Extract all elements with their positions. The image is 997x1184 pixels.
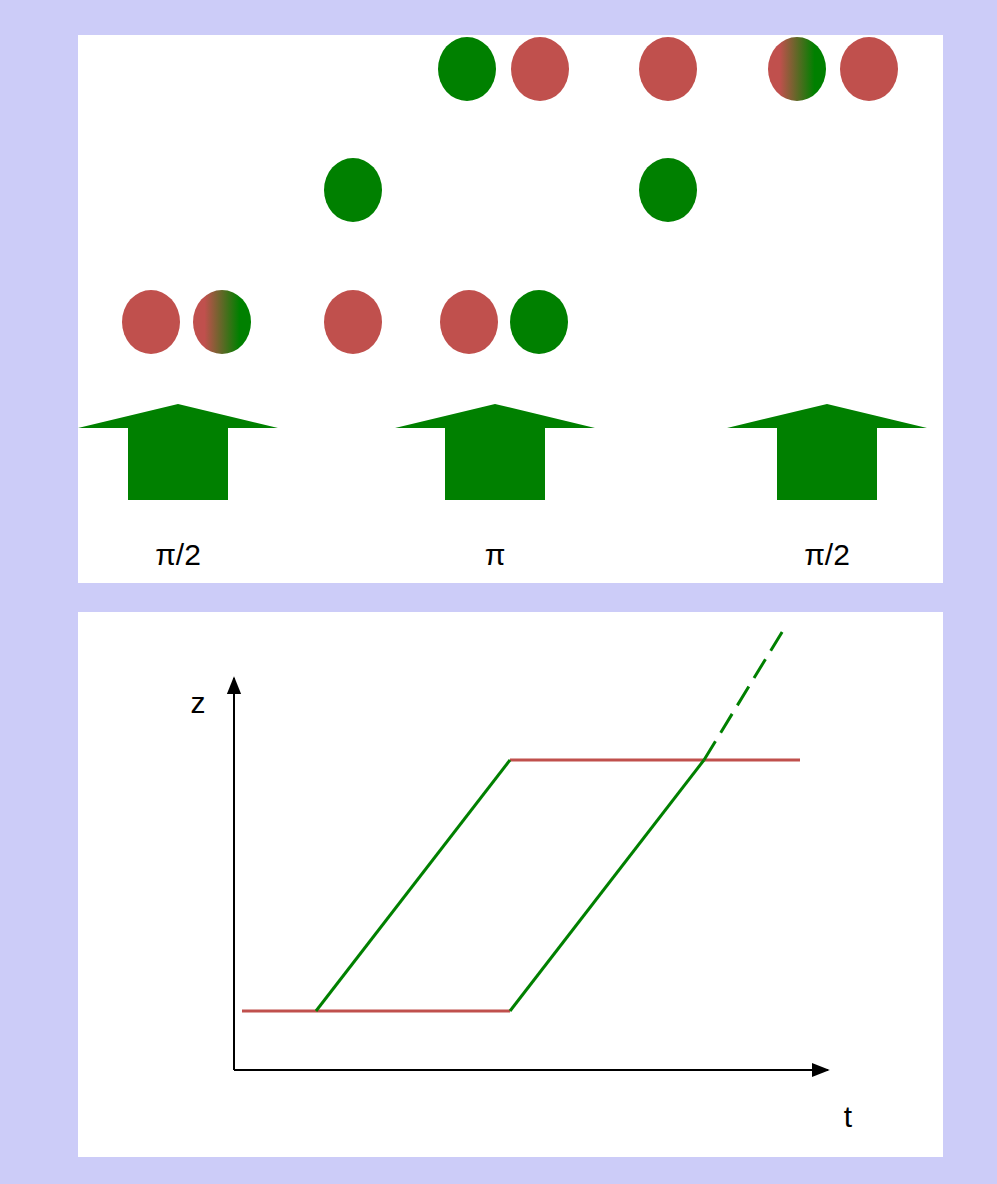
z-axis (233, 678, 235, 1070)
atom-ground (840, 37, 898, 101)
pulse-label: π (485, 538, 506, 571)
atom-ground (440, 290, 498, 354)
excited-path (510, 760, 704, 1011)
atom-superposition (768, 37, 826, 101)
atom-excited (639, 158, 697, 222)
ground-path (510, 759, 800, 762)
pulse-arrow (727, 404, 927, 500)
atom-ground (639, 37, 697, 101)
atom-ground (324, 290, 382, 354)
atom-excited (438, 37, 496, 101)
t-axis (234, 1069, 828, 1071)
atom-ground (122, 290, 180, 354)
atom-cloud-group (122, 37, 898, 354)
axis-label: t (844, 1100, 852, 1133)
atom-ground (511, 37, 569, 101)
atom-excited (510, 290, 568, 354)
spacetime-plot (234, 624, 828, 1070)
top-panel (78, 35, 943, 583)
atom-excited (324, 158, 382, 222)
excited-path (316, 760, 510, 1011)
pulse-label: π/2 (155, 538, 201, 571)
pulse-label: π/2 (804, 538, 850, 571)
ground-path (242, 1010, 510, 1013)
pulse-arrow (395, 404, 595, 500)
axis-label: z (191, 686, 206, 719)
pulse-arrow (78, 404, 278, 500)
laser-pulse-arrows (78, 404, 927, 500)
excited-path-dashed (704, 624, 787, 760)
atom-superposition (193, 290, 251, 354)
bottom-panel (78, 612, 943, 1157)
